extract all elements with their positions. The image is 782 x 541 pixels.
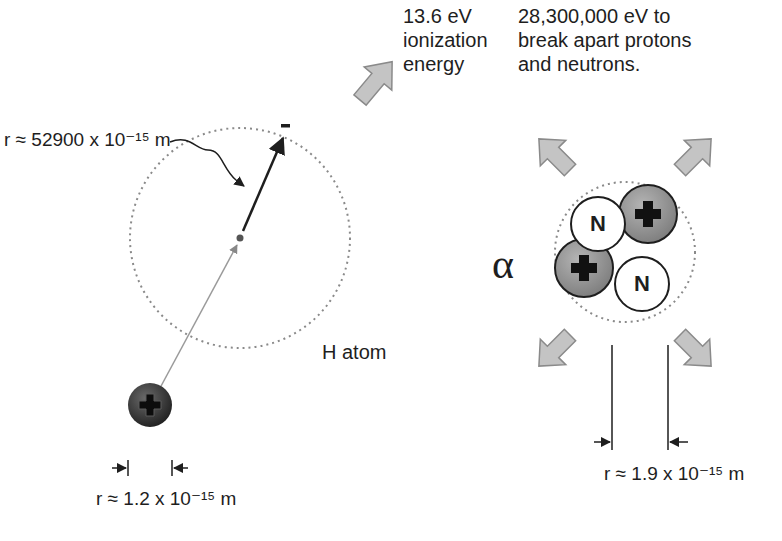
plus-symbol	[139, 394, 161, 416]
leader-line	[170, 140, 244, 186]
proton	[619, 185, 677, 243]
plus-symbol	[571, 255, 597, 281]
radius-arrow	[243, 138, 283, 231]
electron-symbol	[281, 124, 290, 128]
dimension-marks	[112, 460, 188, 476]
dimension-marks	[594, 345, 688, 450]
plus-symbol	[635, 201, 661, 227]
electron-orbit	[130, 128, 350, 348]
energy-arrow	[346, 50, 406, 111]
atom-label: H atom	[322, 340, 386, 364]
energy-note: 13.6 eV ionization energy	[403, 4, 503, 76]
energy-arrows	[526, 126, 724, 379]
neutron: N	[570, 196, 626, 252]
neutron-label: N	[634, 272, 650, 296]
dimension-label: r ≈ 1.9 x 10⁻¹⁵ m	[604, 462, 744, 486]
particle-symbol: α	[492, 240, 514, 288]
zoom-line	[160, 245, 237, 388]
neutron-label: N	[590, 212, 606, 236]
proton	[128, 383, 172, 427]
dimension-label: r ≈ 52900 x 10⁻¹⁵ m	[4, 128, 171, 152]
nucleus-boundary	[555, 182, 695, 322]
energy-note: 28,300,000 eV to break apart protons and…	[518, 4, 723, 76]
dimension-label: r ≈ 1.2 x 10⁻¹⁵ m	[96, 487, 236, 511]
neutron: N	[614, 256, 670, 312]
nucleus-dot	[237, 235, 244, 242]
